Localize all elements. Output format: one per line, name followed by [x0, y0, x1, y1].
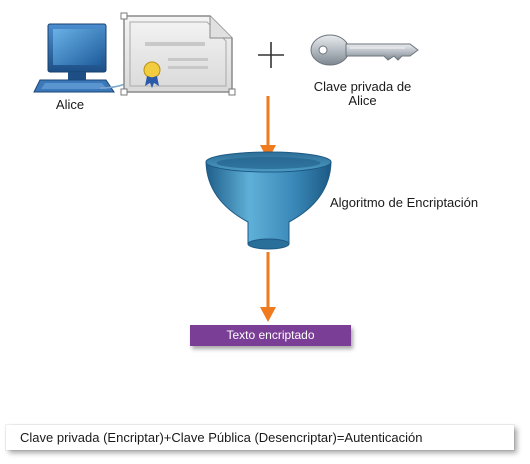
alice-label: Alice — [55, 97, 85, 112]
key-icon — [310, 34, 419, 66]
plus-icon — [258, 42, 284, 68]
funnel-icon — [205, 151, 332, 250]
arrow-icon — [260, 96, 276, 160]
certificate-icon — [120, 12, 236, 96]
private-key-label: Clave privada de Alice — [313, 79, 412, 108]
algorithm-label: Algoritmo de Encriptación — [330, 195, 479, 210]
computer-icon — [33, 23, 126, 93]
footer-caption-box: Clave privada (Encriptar)+Clave Pública … — [6, 425, 514, 450]
footer-caption: Clave privada (Encriptar)+Clave Pública … — [20, 430, 423, 445]
arrow-icon — [260, 252, 276, 322]
encrypted-text-box: Texto encriptado — [190, 325, 351, 346]
